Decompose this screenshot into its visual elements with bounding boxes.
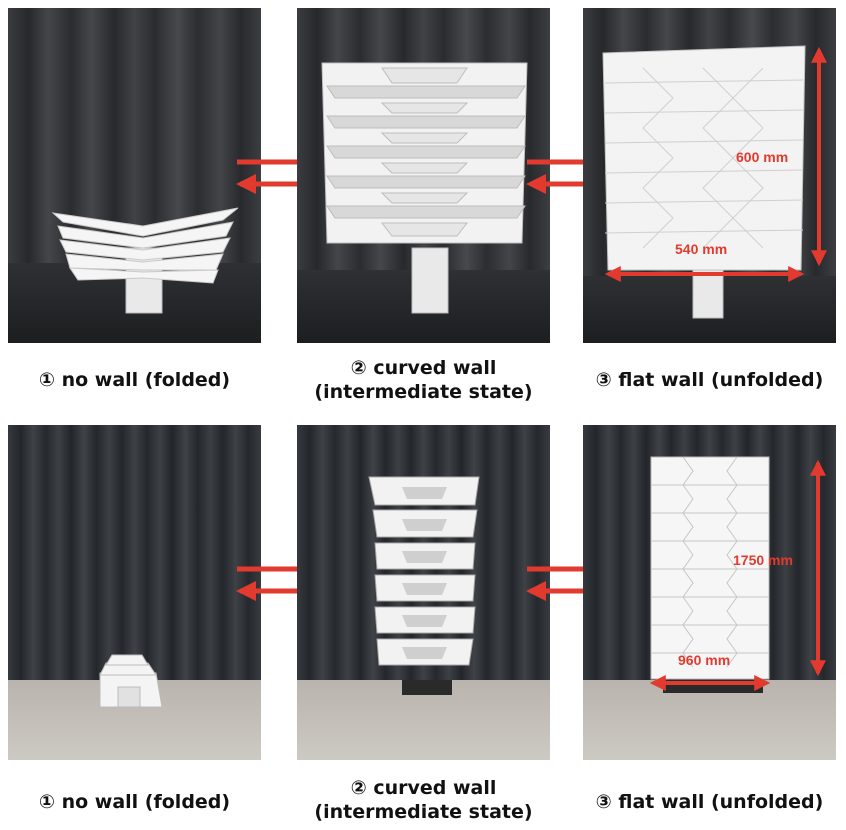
dim-b-height: 1750 mm [733, 552, 793, 568]
photo-a-curved [297, 8, 550, 343]
caption-b-curved-line1: ② curved wall [350, 777, 497, 799]
photo-b-folded [8, 425, 261, 760]
caption-a-curved-line1: ② curved wall [350, 357, 497, 379]
caption-b-flat: ③ flat wall (unfolded) [595, 791, 824, 813]
caption-b-folded: ① no wall (folded) [38, 791, 231, 813]
dim-a-height: 600 mm [736, 149, 788, 165]
caption-a-curved-line2: (intermediate state) [314, 381, 533, 403]
caption-b-curved-line2: (intermediate state) [314, 801, 533, 823]
caption-a-folded: ① no wall (folded) [38, 369, 231, 391]
photo-a-folded [8, 8, 261, 343]
caption-a-flat: ③ flat wall (unfolded) [595, 369, 824, 391]
photo-a-flat: 600 mm 540 mm [583, 8, 836, 343]
dim-a-width: 540 mm [675, 241, 727, 257]
photo-b-curved [297, 425, 550, 760]
dim-b-width: 960 mm [678, 652, 730, 668]
photo-b-flat: 1750 mm 960 mm [583, 425, 836, 760]
